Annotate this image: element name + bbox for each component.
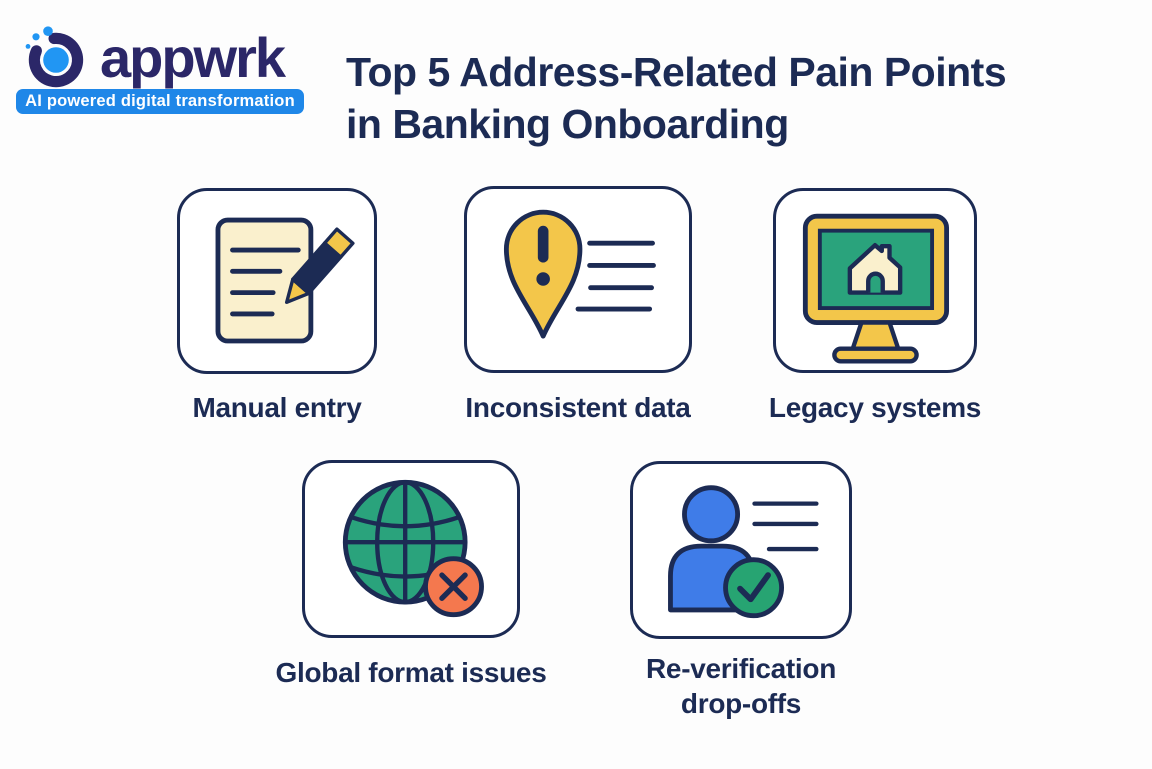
card-label-manual-entry: Manual entry	[192, 392, 362, 423]
card-manual-entry	[177, 188, 377, 374]
title-line-1: Top 5 Address-Related Pain Points	[346, 49, 1007, 95]
map-pin-alert-icon	[503, 209, 656, 339]
page-title: Top 5 Address-Related Pain Points in Ban…	[346, 46, 1007, 150]
document-pencil-icon	[215, 217, 355, 344]
brand-name: appwrk	[100, 26, 286, 89]
title-line-2: in Banking Onboarding	[346, 101, 789, 148]
card-reverification-drop-offs	[630, 461, 852, 639]
card-label-reverification-drop-offs: Re-verification drop-offs	[646, 653, 836, 719]
globe-error-icon	[342, 479, 484, 618]
card-inconsistent-data	[464, 186, 692, 373]
user-verified-icon	[668, 485, 819, 619]
card-label-global-format-issues: Global format issues	[275, 657, 547, 688]
monitor-house-icon	[802, 213, 950, 364]
appwrk-logo: appwrk AI powered digital transformation	[16, 24, 306, 116]
appwrk-logo-icon	[25, 26, 84, 88]
card-label-legacy-systems: Legacy systems	[768, 392, 982, 423]
card-global-format-issues	[302, 460, 520, 638]
tagline-badge: AI powered digital transformation	[16, 89, 304, 114]
card-legacy-systems	[773, 188, 977, 373]
card-label-inconsistent-data: Inconsistent data	[465, 392, 691, 423]
